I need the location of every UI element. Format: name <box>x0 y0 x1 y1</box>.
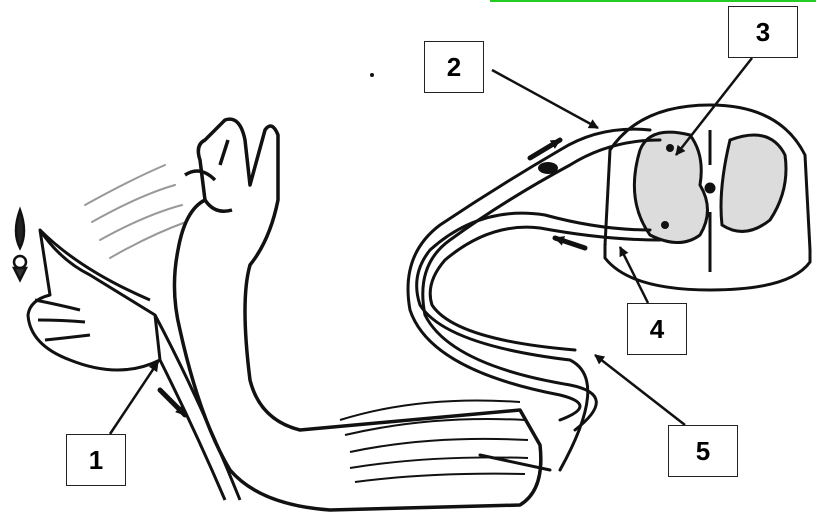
label-box-1: 1 <box>66 434 126 486</box>
label-5-text: 5 <box>696 436 710 467</box>
label-box-4: 4 <box>627 303 687 355</box>
stray-dot <box>370 73 374 77</box>
label-box-3: 3 <box>728 6 798 58</box>
label-box-2: 2 <box>424 41 484 93</box>
label-3-text: 3 <box>756 17 770 48</box>
label-box-5: 5 <box>668 425 738 477</box>
label-4-text: 4 <box>650 314 664 345</box>
label-2-text: 2 <box>447 52 461 83</box>
spinal-cord-section <box>605 105 810 290</box>
flame-icon <box>14 210 26 280</box>
motion-lines <box>85 165 186 258</box>
label-1-text: 1 <box>89 445 103 476</box>
stimulated-hand <box>28 230 160 370</box>
